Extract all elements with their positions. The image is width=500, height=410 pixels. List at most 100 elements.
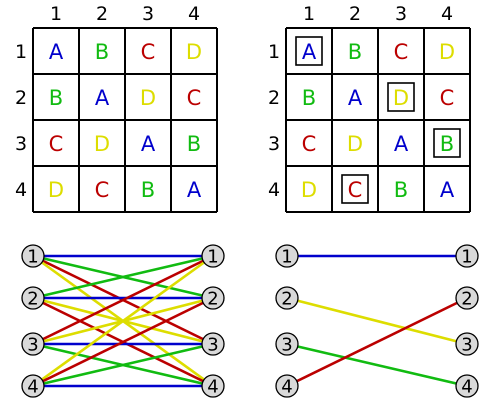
cell-letter: A (187, 178, 202, 202)
node-label: 2 (281, 289, 292, 310)
node-label: 3 (207, 335, 218, 356)
cell-letter: C (95, 178, 110, 202)
graph-edge (32, 254, 214, 388)
cell-letter: B (49, 86, 63, 110)
perfect-matching-graph: 1 2 3 4 1 2 3 4 (275, 244, 479, 398)
cell-letter: A (95, 86, 110, 110)
graph-edge (32, 254, 214, 346)
cell-letter: C (440, 86, 455, 110)
cell-letter: D (347, 132, 363, 156)
column-label: 3 (395, 3, 407, 25)
node-label: 2 (207, 289, 218, 310)
node-label: 4 (281, 377, 292, 398)
highlight-box (341, 174, 369, 204)
left-node (275, 374, 299, 398)
cell-letter: D (94, 132, 110, 156)
column-label: 2 (349, 3, 361, 25)
cell-letter: C (348, 178, 363, 202)
node-layer: 1 2 3 4 1 2 3 4 (21, 244, 225, 398)
cell-letter: A (141, 132, 156, 156)
cell-letter: D (393, 86, 409, 110)
node-label: 4 (27, 377, 38, 398)
cell-letter: B (141, 178, 155, 202)
node-label: 1 (281, 247, 292, 268)
row-label: 4 (15, 179, 27, 201)
graph-edge (286, 342, 468, 388)
cell-letter: B (394, 178, 408, 202)
edge-layer (32, 254, 214, 388)
cell-letter: D (140, 86, 156, 110)
cell-letter: C (302, 132, 317, 156)
row-label: 2 (268, 87, 280, 109)
column-label: 1 (50, 3, 62, 25)
column-label: 1 (303, 3, 315, 25)
cell-letter: B (187, 132, 201, 156)
right-node (455, 286, 479, 310)
left-node (21, 374, 45, 398)
node-label: 1 (27, 247, 38, 268)
right-node (455, 374, 479, 398)
node-label: 3 (281, 335, 292, 356)
node-label: 1 (207, 247, 218, 268)
cell-letter: D (439, 40, 455, 64)
left-node (275, 332, 299, 356)
cell-letter: A (440, 178, 455, 202)
cell-letter: D (301, 178, 317, 202)
left-node (275, 286, 299, 310)
cell-letter: B (302, 86, 316, 110)
cell-letter: B (348, 40, 362, 64)
row-label: 2 (15, 87, 27, 109)
cell-letter: A (394, 132, 409, 156)
right-node (455, 244, 479, 268)
node-label: 2 (461, 289, 472, 310)
right-node (201, 332, 225, 356)
graph-edge (32, 254, 214, 300)
cell-letter: A (49, 40, 64, 64)
cell-letter: C (394, 40, 409, 64)
left-node (21, 244, 45, 268)
row-label: 3 (268, 133, 280, 155)
cell-letter: A (302, 40, 317, 64)
cell-letter: D (186, 40, 202, 64)
node-layer: 1 2 3 4 1 2 3 4 (275, 244, 479, 398)
cell-letter: C (49, 132, 64, 156)
cell-letter: C (187, 86, 202, 110)
row-label: 1 (268, 41, 280, 63)
column-label: 4 (188, 3, 200, 25)
cell-letter: A (348, 86, 363, 110)
highlight-box (433, 128, 461, 158)
column-label: 4 (441, 3, 453, 25)
graph-edge (286, 296, 468, 346)
node-label: 4 (207, 377, 218, 398)
highlight-box (295, 36, 323, 66)
node-label: 3 (461, 335, 472, 356)
node-label: 1 (461, 247, 472, 268)
graph-edge (32, 342, 214, 388)
row-label: 1 (15, 41, 27, 63)
node-label: 3 (27, 335, 38, 356)
right-node (201, 286, 225, 310)
highlight-box (387, 82, 415, 112)
graph-edge (286, 296, 468, 388)
row-label: 3 (15, 133, 27, 155)
complete-bipartite-graph: 1 2 3 4 1 2 3 4 (21, 244, 225, 398)
cell-letter: D (48, 178, 64, 202)
cell-letter: B (95, 40, 109, 64)
left-node (21, 286, 45, 310)
left-node (21, 332, 45, 356)
node-label: 4 (461, 377, 472, 398)
cell-letter: B (440, 132, 454, 156)
node-label: 2 (27, 289, 38, 310)
left-node (275, 244, 299, 268)
column-label: 3 (142, 3, 154, 25)
right-node (201, 244, 225, 268)
column-label: 2 (96, 3, 108, 25)
edge-layer (286, 254, 468, 388)
cell-letter: C (141, 40, 156, 64)
row-label: 4 (268, 179, 280, 201)
right-node (201, 374, 225, 398)
graph-edge (32, 296, 214, 388)
